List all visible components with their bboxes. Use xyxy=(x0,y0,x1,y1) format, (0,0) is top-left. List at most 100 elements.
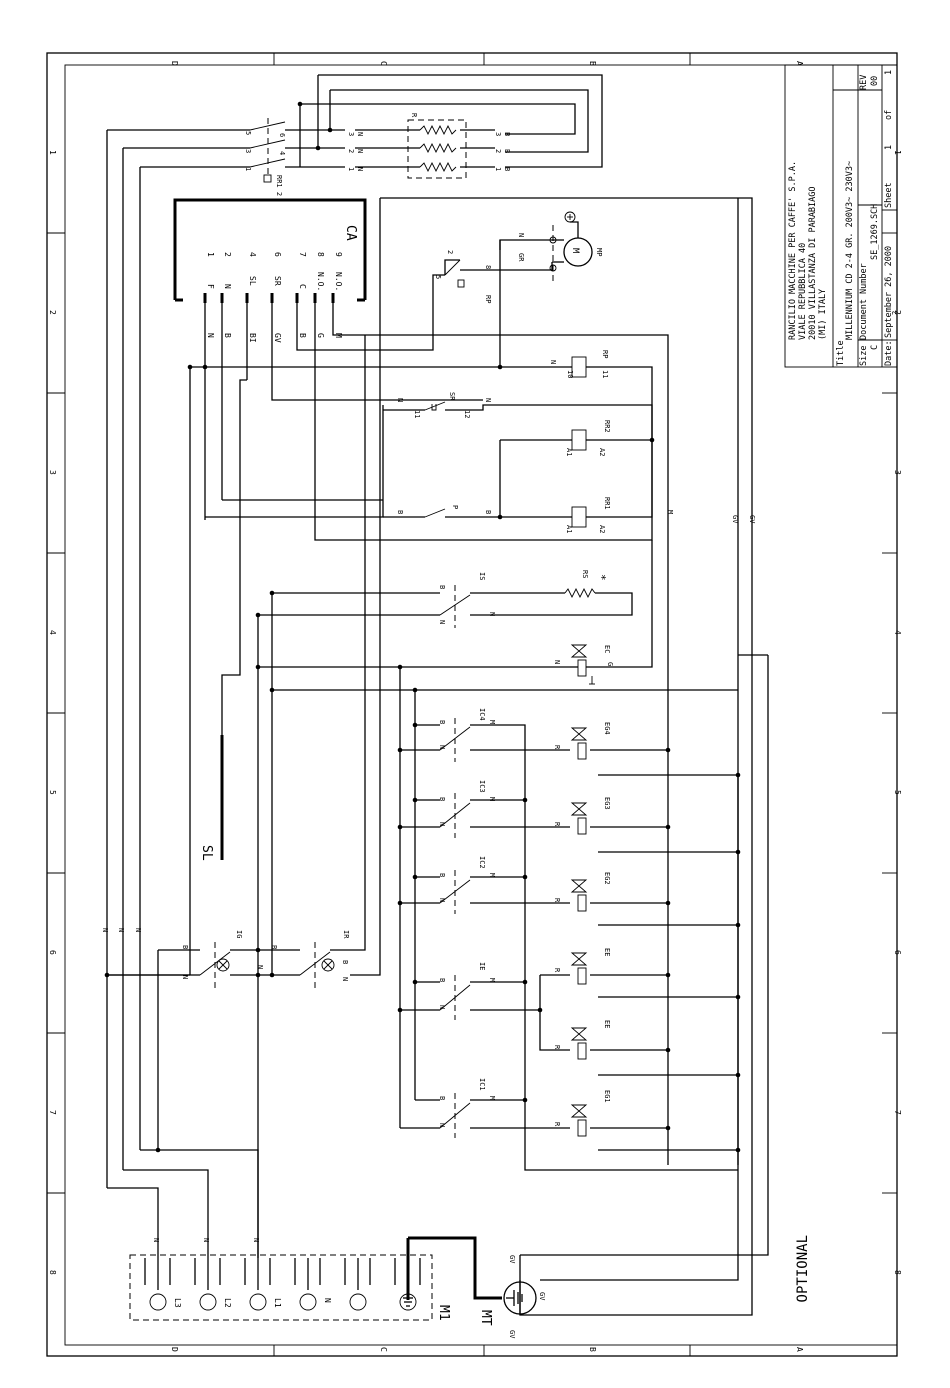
gv-label-1: GV xyxy=(731,515,739,524)
is-switch: IS B N N xyxy=(438,572,496,628)
rp-coil-10: 10 xyxy=(566,370,574,378)
ca-pin-2: 2 xyxy=(223,252,232,257)
ca-func-no-8: N.O. xyxy=(316,272,325,291)
size-value: C xyxy=(870,345,880,350)
r-out-3: 3 xyxy=(494,132,502,136)
ca-pins: 1 2 4 6 7 8 9 F N SL SR C N.O. N.O. N B … xyxy=(203,252,343,343)
ca-wire-b: B xyxy=(223,333,232,338)
is-label: IS xyxy=(478,572,486,580)
rp-contact-label: RP xyxy=(484,295,492,303)
ic1-b: B xyxy=(438,1096,446,1100)
ir-b: B xyxy=(341,960,349,964)
ic2-m: M xyxy=(488,873,496,877)
ie-switch: IE xyxy=(439,962,486,1020)
m1-n3: N xyxy=(252,1238,260,1242)
zone-number-right-5: 5 xyxy=(893,790,902,795)
rp-contact-2: 2 xyxy=(446,250,454,254)
zone-number-left-1: 1 xyxy=(48,150,57,155)
r-in-1: 1 xyxy=(347,167,355,171)
ca-wire-n: N xyxy=(206,333,215,338)
company-address-2: 20010 VILLASTANZA DI PARABIAGO xyxy=(808,186,818,340)
r-in-2: 2 xyxy=(347,149,355,153)
mt-label: MT xyxy=(478,1310,493,1326)
rp-coil-n: N xyxy=(549,360,557,364)
ca-func-no-9: N.O. xyxy=(334,272,343,291)
ig-label: IG xyxy=(235,930,243,938)
ec-valve: EC N G xyxy=(553,644,614,685)
p-b-left: B xyxy=(396,510,404,514)
l2-n-label: N xyxy=(117,928,125,932)
rr1-a2: A2 xyxy=(598,525,606,533)
ee-label-1: EE xyxy=(603,948,611,956)
ic4-m: M xyxy=(488,720,496,724)
ca-pin-6: 6 xyxy=(273,252,282,257)
rr2-a2: A2 xyxy=(598,448,606,456)
eg4-r: R xyxy=(553,745,561,750)
zone-letter-bottom-d: D xyxy=(170,1347,179,1352)
ic1-switch: IC1 xyxy=(439,1078,486,1138)
date-value: September 26, 2000 xyxy=(884,246,894,338)
border-ticks xyxy=(47,53,897,1356)
document-number-label: Document Number xyxy=(859,263,869,340)
ic4-switch: IC4 xyxy=(439,708,486,762)
m1-label: M1 xyxy=(436,1305,451,1321)
ca-wire-bi: BI xyxy=(248,333,257,343)
pressure-switch-p: P B B M xyxy=(396,505,674,518)
ec-label: EC xyxy=(603,645,611,653)
motor-pump: M MP N GR xyxy=(517,211,603,282)
zone-number-right-1: 1 xyxy=(893,150,902,155)
ca-wire-b2: B xyxy=(298,333,307,338)
ir-switch: IG IR B N xyxy=(299,930,350,988)
ca-label: CA xyxy=(343,225,358,241)
zone-number-right-8: 8 xyxy=(893,1270,902,1275)
zone-number-left-8: 8 xyxy=(48,1270,57,1275)
is-n: N xyxy=(438,620,446,624)
ee-valve-2: EE R xyxy=(553,1020,611,1060)
revision-value: 00 xyxy=(870,76,880,86)
document-number-value: SE_1269.SCH xyxy=(870,204,880,260)
l3-n-label: N xyxy=(101,928,109,932)
m1-n2: N xyxy=(202,1238,210,1242)
mt-gv-top: GV xyxy=(508,1255,516,1264)
zone-letter-top-b: B xyxy=(588,61,597,66)
zone-letter-top-c: C xyxy=(379,61,388,66)
zone-letter-bottom-a: A xyxy=(795,1347,804,1352)
zone-letter-top-a: A xyxy=(795,61,804,66)
ca-wire-g: G xyxy=(316,333,325,338)
terminal-n: N xyxy=(323,1298,332,1303)
sr-12: 12 xyxy=(463,410,471,418)
m1-terminal-block: L3 L2 L1 N N N N M1 xyxy=(129,1238,451,1321)
zone-number-left-6: 6 xyxy=(48,950,57,955)
zone-number-left-3: 3 xyxy=(48,470,57,475)
zone-number-right-6: 6 xyxy=(893,950,902,955)
ca-func-f: F xyxy=(206,284,215,289)
revision-label: REV xyxy=(859,75,869,90)
company-name: RANCILIO MACCHINE PER CAFFE' S.P.A. xyxy=(788,161,798,340)
r-out-b1: B xyxy=(503,167,511,171)
ig-switch: IG B N N B xyxy=(181,930,278,988)
ee-valve-1: EE R xyxy=(553,948,611,985)
sr-11: 11 xyxy=(413,410,421,418)
ig-b-out: B xyxy=(270,945,278,949)
is-b: B xyxy=(438,585,446,589)
ic2-b: B xyxy=(438,873,446,877)
eg4-label: EG4 xyxy=(603,722,611,735)
ie-label: IE xyxy=(478,962,486,970)
ec-g: G xyxy=(606,662,614,666)
size-label: Size xyxy=(859,346,869,366)
ig-n: N xyxy=(181,975,189,979)
rr1-term-5: 5 xyxy=(244,131,252,135)
ic3-m: M xyxy=(488,797,496,801)
ca-pin-8: 8 xyxy=(316,252,325,257)
rr1-label: RR1 xyxy=(603,497,611,510)
eg2-r: R xyxy=(553,898,561,903)
ie-n: N xyxy=(438,1005,446,1009)
zone-number-right-2: 2 xyxy=(893,310,902,315)
ic4-label: IC4 xyxy=(478,708,486,721)
sheet-label: Sheet xyxy=(884,182,894,208)
rs-resistor: RS * xyxy=(564,570,608,599)
ic3-label: IC3 xyxy=(478,780,486,793)
sr-label: SR xyxy=(448,392,456,401)
ca-control-unit: CA xyxy=(173,198,367,302)
mp-label: MP xyxy=(595,248,603,256)
